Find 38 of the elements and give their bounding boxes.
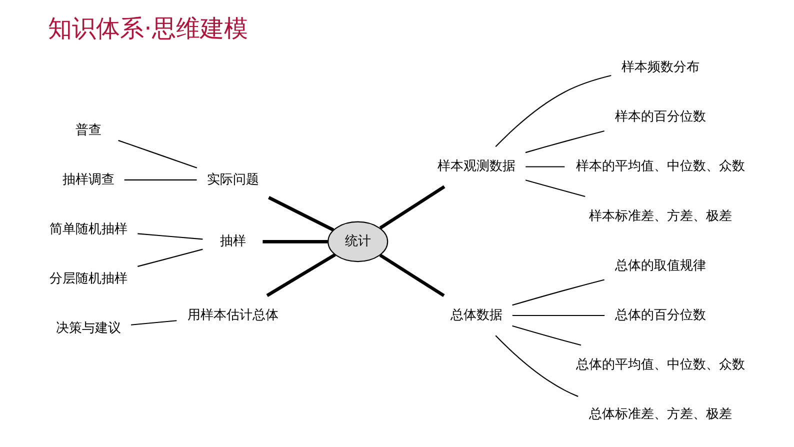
node-text: 实际问题 <box>206 172 258 188</box>
node-ellipse: 统计 <box>327 221 388 262</box>
connector <box>512 314 604 316</box>
node-text: 普查 <box>74 122 101 138</box>
node-text: 抽样 <box>219 234 246 250</box>
connector <box>137 248 202 267</box>
diagram-title: 知识体系·思维建模 <box>48 13 248 42</box>
node-text: 总体数据 <box>450 308 502 323</box>
node-text: 样本的百分位数 <box>614 110 706 125</box>
node-text: 总体的取值规律 <box>614 258 706 274</box>
node-text: 样本观测数据 <box>436 159 515 174</box>
connector <box>494 74 611 148</box>
connector <box>524 180 585 197</box>
node-text: 分层随机抽样 <box>48 272 127 287</box>
node-text: 样本标准差、方差、极差 <box>588 208 732 224</box>
connector <box>124 179 196 181</box>
connector <box>512 279 604 306</box>
connector <box>494 335 578 397</box>
node-text: 样本频数分布 <box>620 60 699 76</box>
connector <box>524 130 604 154</box>
node-text: 决策与建议 <box>55 321 120 336</box>
node-text: 抽样调查 <box>62 172 114 188</box>
connector <box>378 254 444 298</box>
connector <box>118 140 197 168</box>
connector <box>266 253 336 297</box>
connector <box>378 185 445 230</box>
node-text: 简单随机抽样 <box>48 222 127 237</box>
connector <box>137 233 202 240</box>
connector <box>262 240 328 244</box>
connector <box>525 166 564 168</box>
node-text: 样本的平均值、中位数、众数 <box>575 159 744 174</box>
node-text: 总体标准差、方差、极差 <box>588 407 732 422</box>
node-text: 总体的百分位数 <box>614 308 706 323</box>
connector <box>268 196 334 232</box>
node-text: 用样本估计总体 <box>186 308 278 323</box>
connector <box>130 320 176 326</box>
connector <box>512 325 581 346</box>
node-text: 总体的平均值、中位数、众数 <box>575 358 744 372</box>
